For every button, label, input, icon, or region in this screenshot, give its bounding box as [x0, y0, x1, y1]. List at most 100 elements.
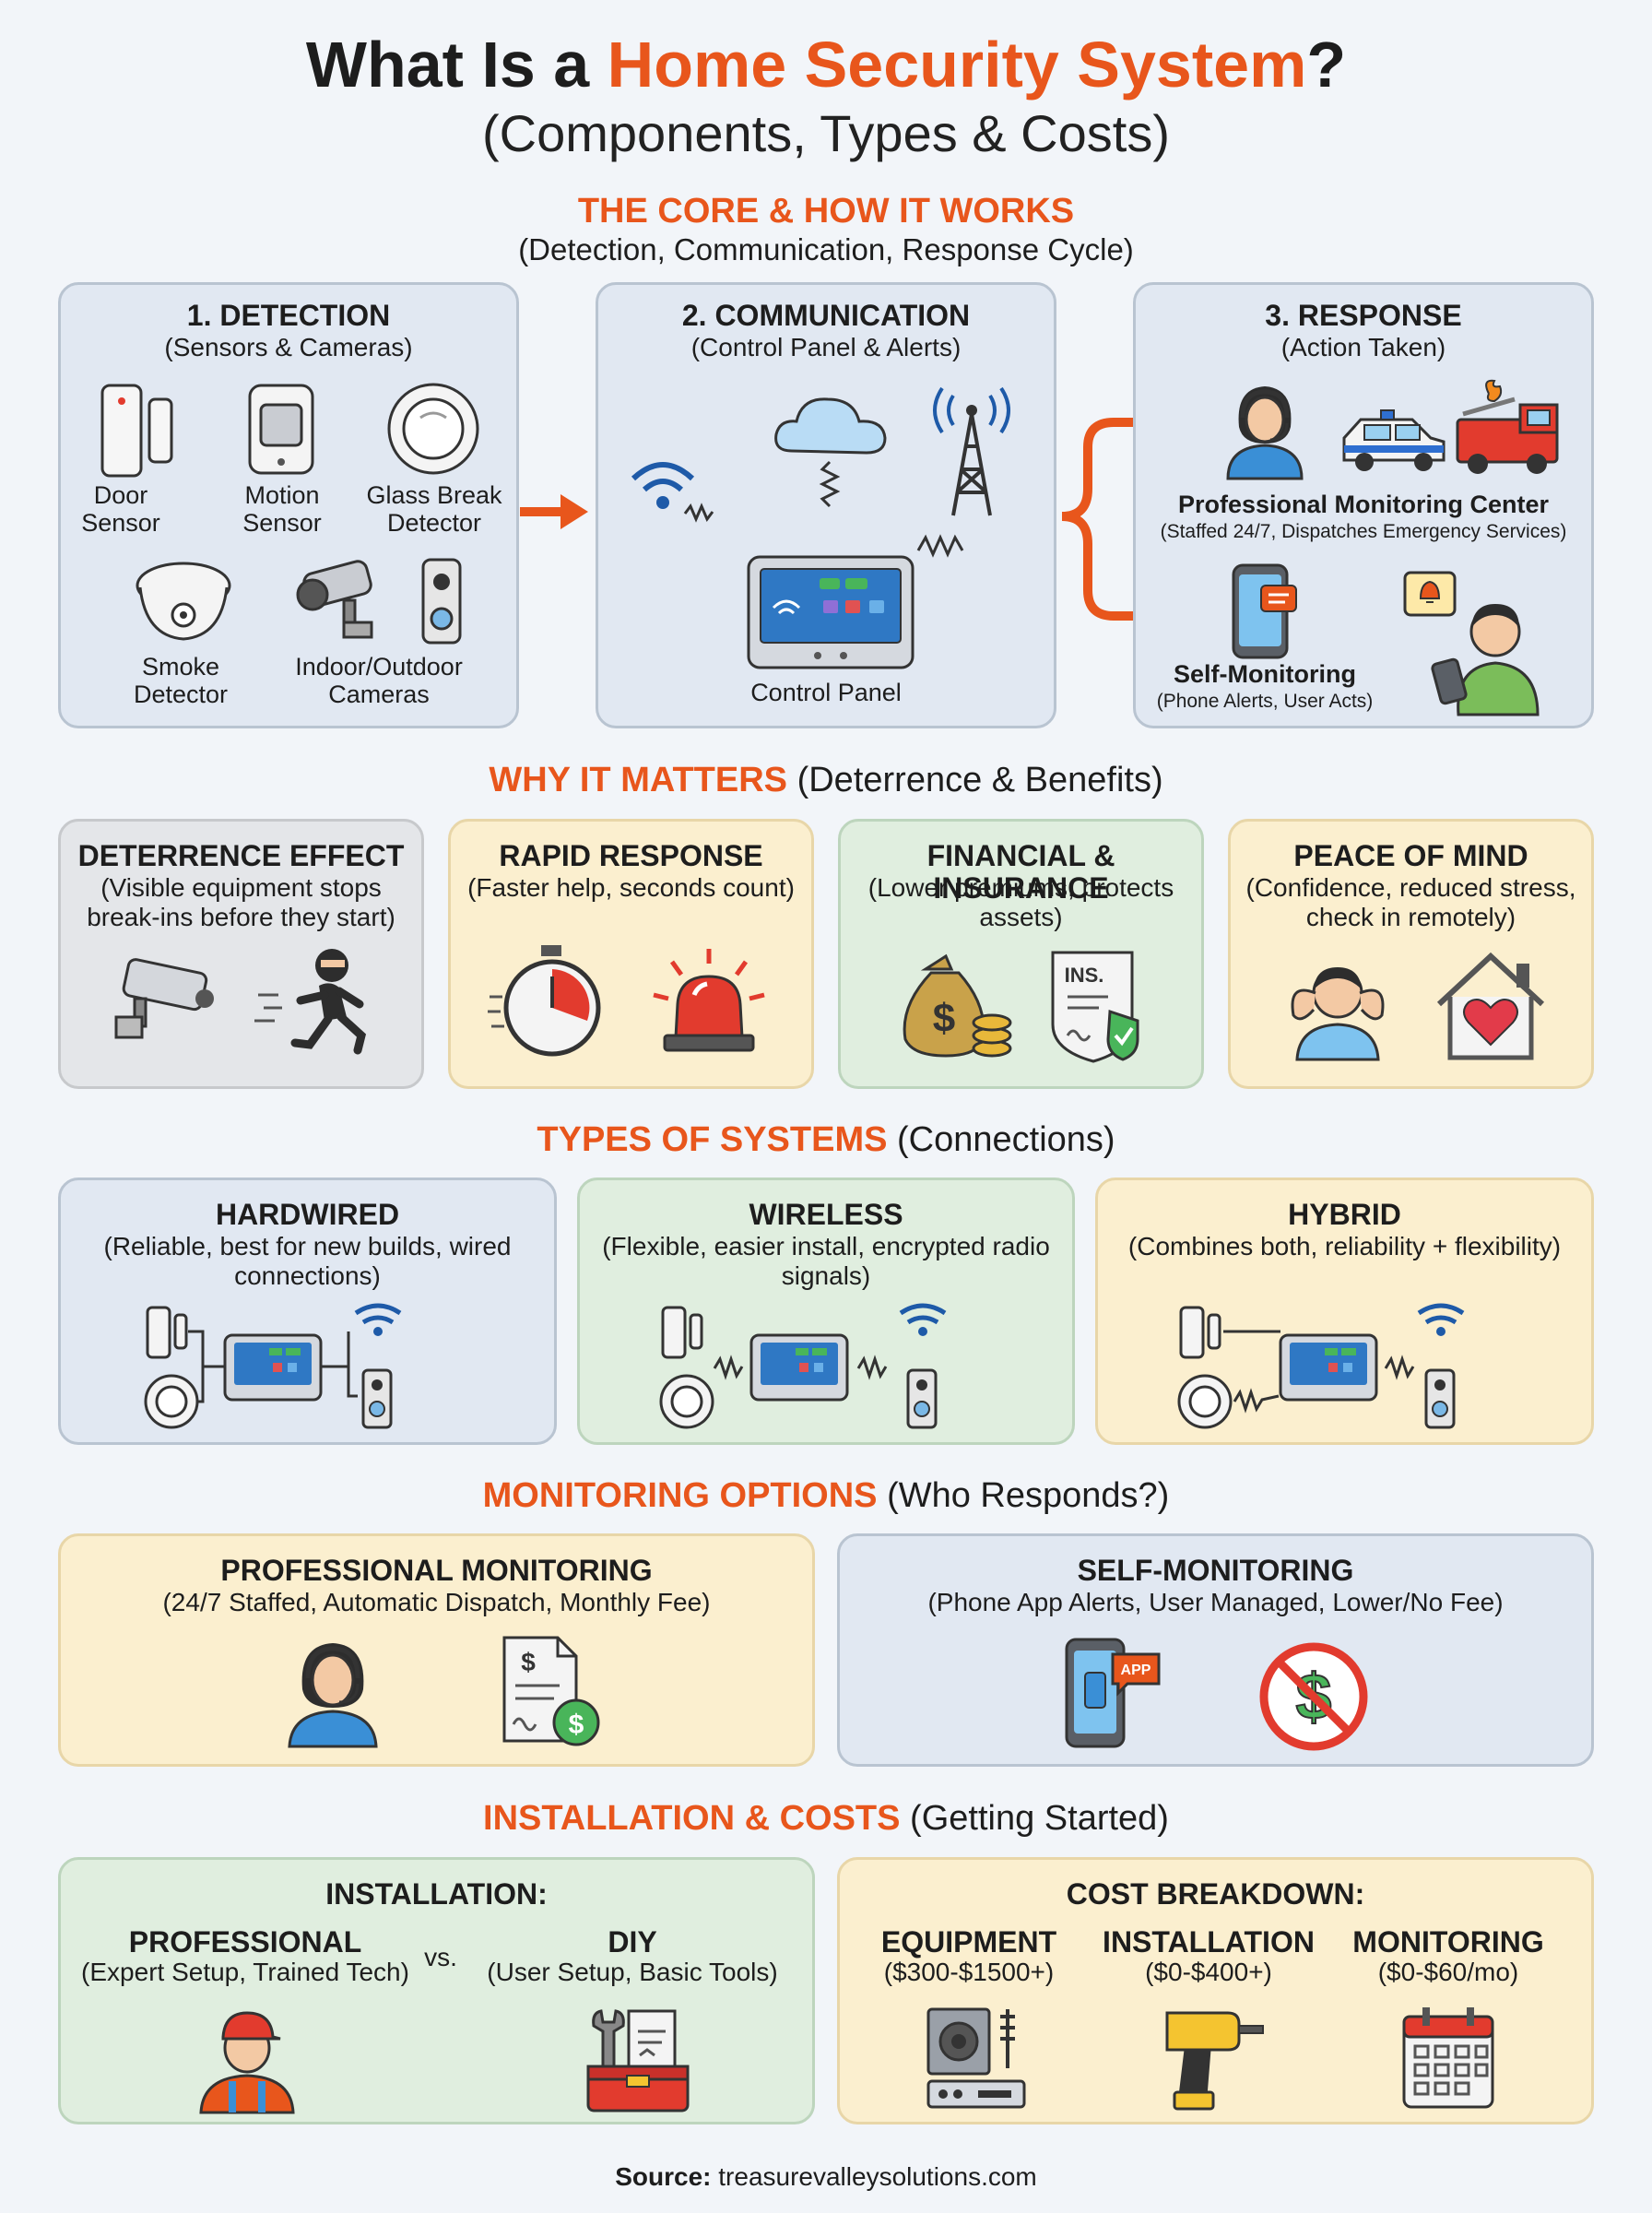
- wireless-title: WIRELESS: [749, 1198, 903, 1231]
- cost-installation-title: INSTALLATION: [1103, 1925, 1315, 1959]
- technician-icon: [199, 2011, 295, 2114]
- police-car-icon: [1342, 409, 1446, 471]
- hybrid-diagram-icon: [1177, 1303, 1465, 1429]
- core-subheading: (Detection, Communication, Response Cycl…: [518, 232, 1134, 266]
- smoke-detector-icon: [136, 562, 231, 641]
- cost-equipment-title: EQUIPMENT: [880, 1925, 1057, 1959]
- money-bag-icon: $: [903, 953, 1012, 1058]
- motion-sensor-label: Motion Sensor: [242, 481, 322, 537]
- cell-tower-icon: [933, 386, 1010, 516]
- monitoring-heading: MONITORING OPTIONS (Who Responds?): [482, 1476, 1170, 1515]
- rapid-response-title: RAPID RESPONSE: [499, 839, 763, 872]
- svg-text:$: $: [569, 1710, 584, 1740]
- calendar-icon: [1402, 2007, 1494, 2109]
- smoke-detector-label: Smoke Detector: [133, 653, 229, 708]
- svg-text:$: $: [933, 996, 955, 1041]
- insurance-document-icon: INS.: [1051, 951, 1139, 1063]
- siren-icon: [653, 949, 765, 1052]
- hardwired-title: HARDWIRED: [215, 1198, 400, 1231]
- why-heading: WHY IT MATTERS (Deterrence & Benefits): [489, 761, 1163, 799]
- wireless-sub: (Flexible, easier install, encrypted rad…: [602, 1232, 1050, 1291]
- peace-of-mind-title: PEACE OF MIND: [1293, 839, 1528, 872]
- glass-break-label: Glass Break Detector: [366, 481, 502, 537]
- deterrence-title: DETERRENCE EFFECT: [77, 839, 405, 872]
- security-camera-icon: [114, 958, 214, 1039]
- phone-app-icon: APP: [1065, 1638, 1161, 1748]
- hardwired-diagram-icon: [144, 1303, 402, 1429]
- stopwatch-icon: [488, 945, 601, 1057]
- self-monitoring-label: Self-Monitoring: [1174, 660, 1356, 688]
- detection-card: 1. DETECTION (Sensors & Cameras) Door Se…: [58, 282, 519, 728]
- cost-card: COST BREAKDOWN: EQUIPMENT ($300-$1500+) …: [837, 1857, 1594, 2124]
- detection-title: 1. DETECTION: [186, 299, 391, 332]
- financial-sub: (Lower premiums, protects assets): [867, 873, 1174, 932]
- signal-squiggle-icon: [916, 534, 964, 558]
- page-subtitle: (Components, Types & Costs): [482, 104, 1170, 162]
- pro-monitoring-sub: (24/7 Staffed, Automatic Dispatch, Month…: [162, 1588, 711, 1616]
- control-panel-icon: [747, 555, 914, 669]
- drill-icon: [1165, 2011, 1264, 2111]
- wireless-card: WIRELESS (Flexible, easier install, encr…: [577, 1178, 1075, 1445]
- cost-monitoring-title: MONITORING: [1352, 1925, 1544, 1959]
- installation-pro-title: PROFESSIONAL: [128, 1925, 362, 1959]
- peace-of-mind-sub: (Confidence, reduced stress, check in re…: [1245, 873, 1576, 932]
- operator-icon: [1226, 386, 1304, 480]
- flow-arrow-icon: [520, 494, 588, 529]
- pro-monitoring-center-label: Professional Monitoring Center: [1177, 491, 1550, 518]
- cost-monitoring-value: ($0-$60/mo): [1377, 1958, 1519, 1986]
- rapid-response-sub: (Faster help, seconds count): [467, 873, 795, 902]
- hybrid-title: HYBRID: [1288, 1198, 1401, 1231]
- camera-label: Indoor/Outdoor Cameras: [295, 653, 463, 708]
- self-monitoring-sub: (Phone Alerts, User Acts): [1156, 691, 1374, 712]
- installation-title: INSTALLATION:: [325, 1877, 548, 1911]
- hardwired-card: HARDWIRED (Reliable, best for new builds…: [58, 1178, 557, 1445]
- phone-alert-icon: [1232, 563, 1297, 659]
- control-panel-label: Control Panel: [750, 679, 902, 706]
- motion-sensor-icon: [248, 384, 314, 475]
- self-monitoring-card-sub: (Phone App Alerts, User Managed, Lower/N…: [927, 1588, 1504, 1616]
- self-monitoring-card: SELF-MONITORING (Phone App Alerts, User …: [837, 1533, 1594, 1767]
- door-sensor-icon: [100, 384, 173, 478]
- deterrence-sub: (Visible equipment stops break-ins befor…: [87, 873, 395, 932]
- door-sensor-label: Door Sensor: [81, 481, 160, 537]
- core-heading: THE CORE & HOW IT WORKS: [577, 192, 1075, 231]
- cloud-icon: [774, 397, 887, 508]
- equipment-icon: [926, 2007, 1026, 2109]
- svg-text:$: $: [521, 1648, 536, 1676]
- installation-card: INSTALLATION: PROFESSIONAL (Expert Setup…: [58, 1857, 815, 2124]
- home-heart-icon: [1436, 952, 1545, 1060]
- bill-invoice-icon: $ $: [502, 1636, 600, 1746]
- financial-card: FINANCIAL & INSURANCE (Lower premiums, p…: [838, 819, 1204, 1089]
- wifi-icon: [631, 462, 714, 523]
- installation-pro-sub: (Expert Setup, Trained Tech): [81, 1958, 409, 1986]
- user-with-phone-icon: [1403, 571, 1540, 716]
- response-card: 3. RESPONSE (Action Taken) Professional …: [1133, 282, 1594, 728]
- relaxed-person-icon: [1291, 967, 1385, 1061]
- operator-headset-icon: [288, 1643, 378, 1748]
- response-title: 3. RESPONSE: [1265, 299, 1462, 332]
- financial-title: FINANCIAL & INSURANCE: [926, 839, 1115, 905]
- installation-diy-title: DIY: [608, 1925, 657, 1959]
- installation-vs: vs.: [424, 1943, 457, 1971]
- pro-monitoring-title: PROFESSIONAL MONITORING: [220, 1554, 653, 1587]
- detection-subtitle: (Sensors & Cameras): [164, 333, 413, 361]
- peace-of-mind-card: PEACE OF MIND (Confidence, reduced stres…: [1228, 819, 1594, 1089]
- cost-equipment-value: ($300-$1500+): [883, 1958, 1055, 1986]
- self-monitoring-title: SELF-MONITORING: [1077, 1554, 1354, 1587]
- source-credit: Source: treasurevalleysolutions.com: [615, 2162, 1037, 2191]
- installation-diy-sub: (User Setup, Basic Tools): [487, 1958, 778, 1986]
- pro-monitoring-card: PROFESSIONAL MONITORING (24/7 Staffed, A…: [58, 1533, 815, 1767]
- install-heading: INSTALLATION & COSTS (Getting Started): [483, 1799, 1169, 1838]
- page-title: What Is a Home Security System?: [305, 29, 1347, 101]
- no-fee-icon: $: [1259, 1642, 1368, 1751]
- glass-break-icon: [387, 383, 479, 475]
- hybrid-sub: (Combines both, reliability + flexibilit…: [1127, 1232, 1562, 1260]
- toolbox-icon: [586, 2009, 690, 2112]
- svg-text:APP: APP: [1121, 1663, 1151, 1678]
- wireless-diagram-icon: [659, 1303, 947, 1429]
- cost-installation-value: ($0-$400+): [1145, 1958, 1272, 1986]
- svg-text:INS.: INS.: [1065, 964, 1104, 987]
- rapid-response-card: RAPID RESPONSE (Faster help, seconds cou…: [448, 819, 814, 1089]
- cost-title: COST BREAKDOWN:: [1066, 1877, 1365, 1911]
- fire-truck-icon: [1456, 379, 1559, 474]
